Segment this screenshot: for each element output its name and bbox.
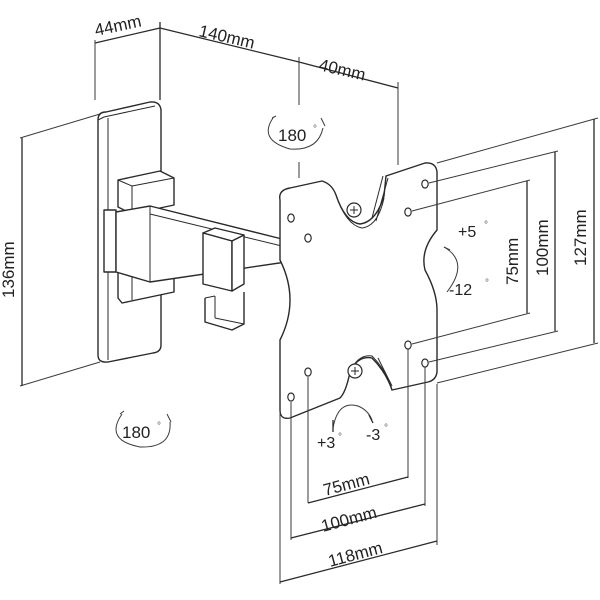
dim-40mm: 40mm bbox=[317, 55, 367, 84]
right-dimension-lines bbox=[411, 117, 599, 384]
vesa-hole bbox=[304, 233, 312, 243]
rotate-plus-degree: ° bbox=[338, 432, 342, 443]
dim-100mm-horizontal: 100mm bbox=[319, 503, 379, 536]
tilt-down-value: -12 bbox=[449, 282, 472, 299]
vesa-hole bbox=[404, 207, 412, 217]
rotate-minus-degree: ° bbox=[384, 423, 388, 434]
vesa-hole bbox=[421, 358, 429, 368]
vesa-plate bbox=[279, 162, 438, 420]
swivel-bottom-degree: ° bbox=[157, 421, 161, 432]
vesa-hole bbox=[404, 340, 412, 350]
swivel-top-degree: ° bbox=[313, 124, 317, 135]
dim-140mm: 140mm bbox=[197, 21, 257, 52]
swivel-bottom-value: 180 bbox=[122, 423, 150, 442]
rotate-plus-value: +3 bbox=[317, 435, 335, 452]
rotate-minus-value: -3 bbox=[366, 427, 380, 444]
tilt-up-value: +5 bbox=[458, 224, 476, 241]
vesa-hole bbox=[287, 392, 295, 402]
swing-arm bbox=[103, 170, 287, 331]
dim-136mm: 136mm bbox=[0, 241, 18, 298]
swivel-top-value: 180 bbox=[278, 126, 306, 145]
dim-75mm-horizontal: 75mm bbox=[321, 469, 372, 500]
tilt-indicator: +5 ° -12 ° bbox=[443, 220, 489, 299]
tilt-down-degree: ° bbox=[485, 278, 489, 289]
dim-44mm: 44mm bbox=[93, 12, 143, 40]
top-dimension-lines bbox=[94, 22, 399, 178]
vesa-hole bbox=[421, 179, 429, 189]
rotation-indicator: +3 ° -3 ° bbox=[317, 404, 388, 452]
vesa-hole bbox=[287, 213, 295, 223]
bottom-dimension-lines bbox=[279, 349, 438, 584]
vesa-hole bbox=[304, 367, 312, 377]
dim-75mm-vertical: 75mm bbox=[503, 238, 522, 285]
dim-100mm-vertical: 100mm bbox=[533, 219, 552, 276]
swivel-indicator-bottom: 180 ° bbox=[115, 410, 172, 448]
dim-127mm: 127mm bbox=[571, 209, 590, 266]
dim-118mm: 118mm bbox=[326, 538, 384, 571]
swivel-indicator-top: 180 ° bbox=[267, 115, 326, 150]
left-dimension-lines bbox=[19, 113, 101, 387]
tilt-up-degree: ° bbox=[484, 220, 488, 231]
